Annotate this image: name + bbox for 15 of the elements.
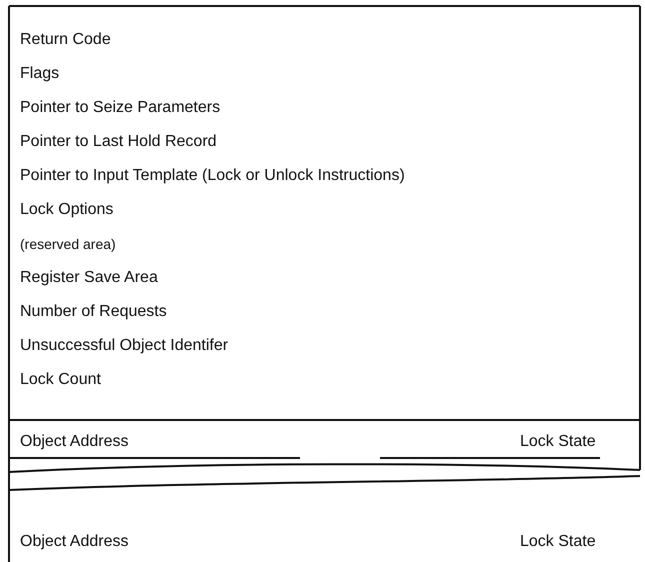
field-name: Lock State (520, 432, 596, 452)
field-name: Return Code (20, 30, 111, 50)
field-name: Lock Count (20, 370, 101, 390)
field-name: Pointer to Input Template (Lock or Unlock Instructions) (20, 166, 405, 186)
field-name: Pointer to Seize Parameters (20, 98, 220, 118)
field-name: Object Address (20, 532, 128, 552)
field-name: (reserved area) (20, 235, 116, 254)
field-name: Flags (20, 64, 60, 84)
field-name: Lock Options (20, 200, 114, 220)
field-name: Lock State (520, 532, 596, 552)
field-name: Register Save Area (20, 268, 158, 288)
field-name: Pointer to Last Hold Record (20, 132, 217, 152)
field-name: Unsuccessful Object Identifer (20, 336, 228, 356)
field-name: Object Address (20, 432, 128, 452)
field-name: Number of Requests (20, 302, 167, 322)
